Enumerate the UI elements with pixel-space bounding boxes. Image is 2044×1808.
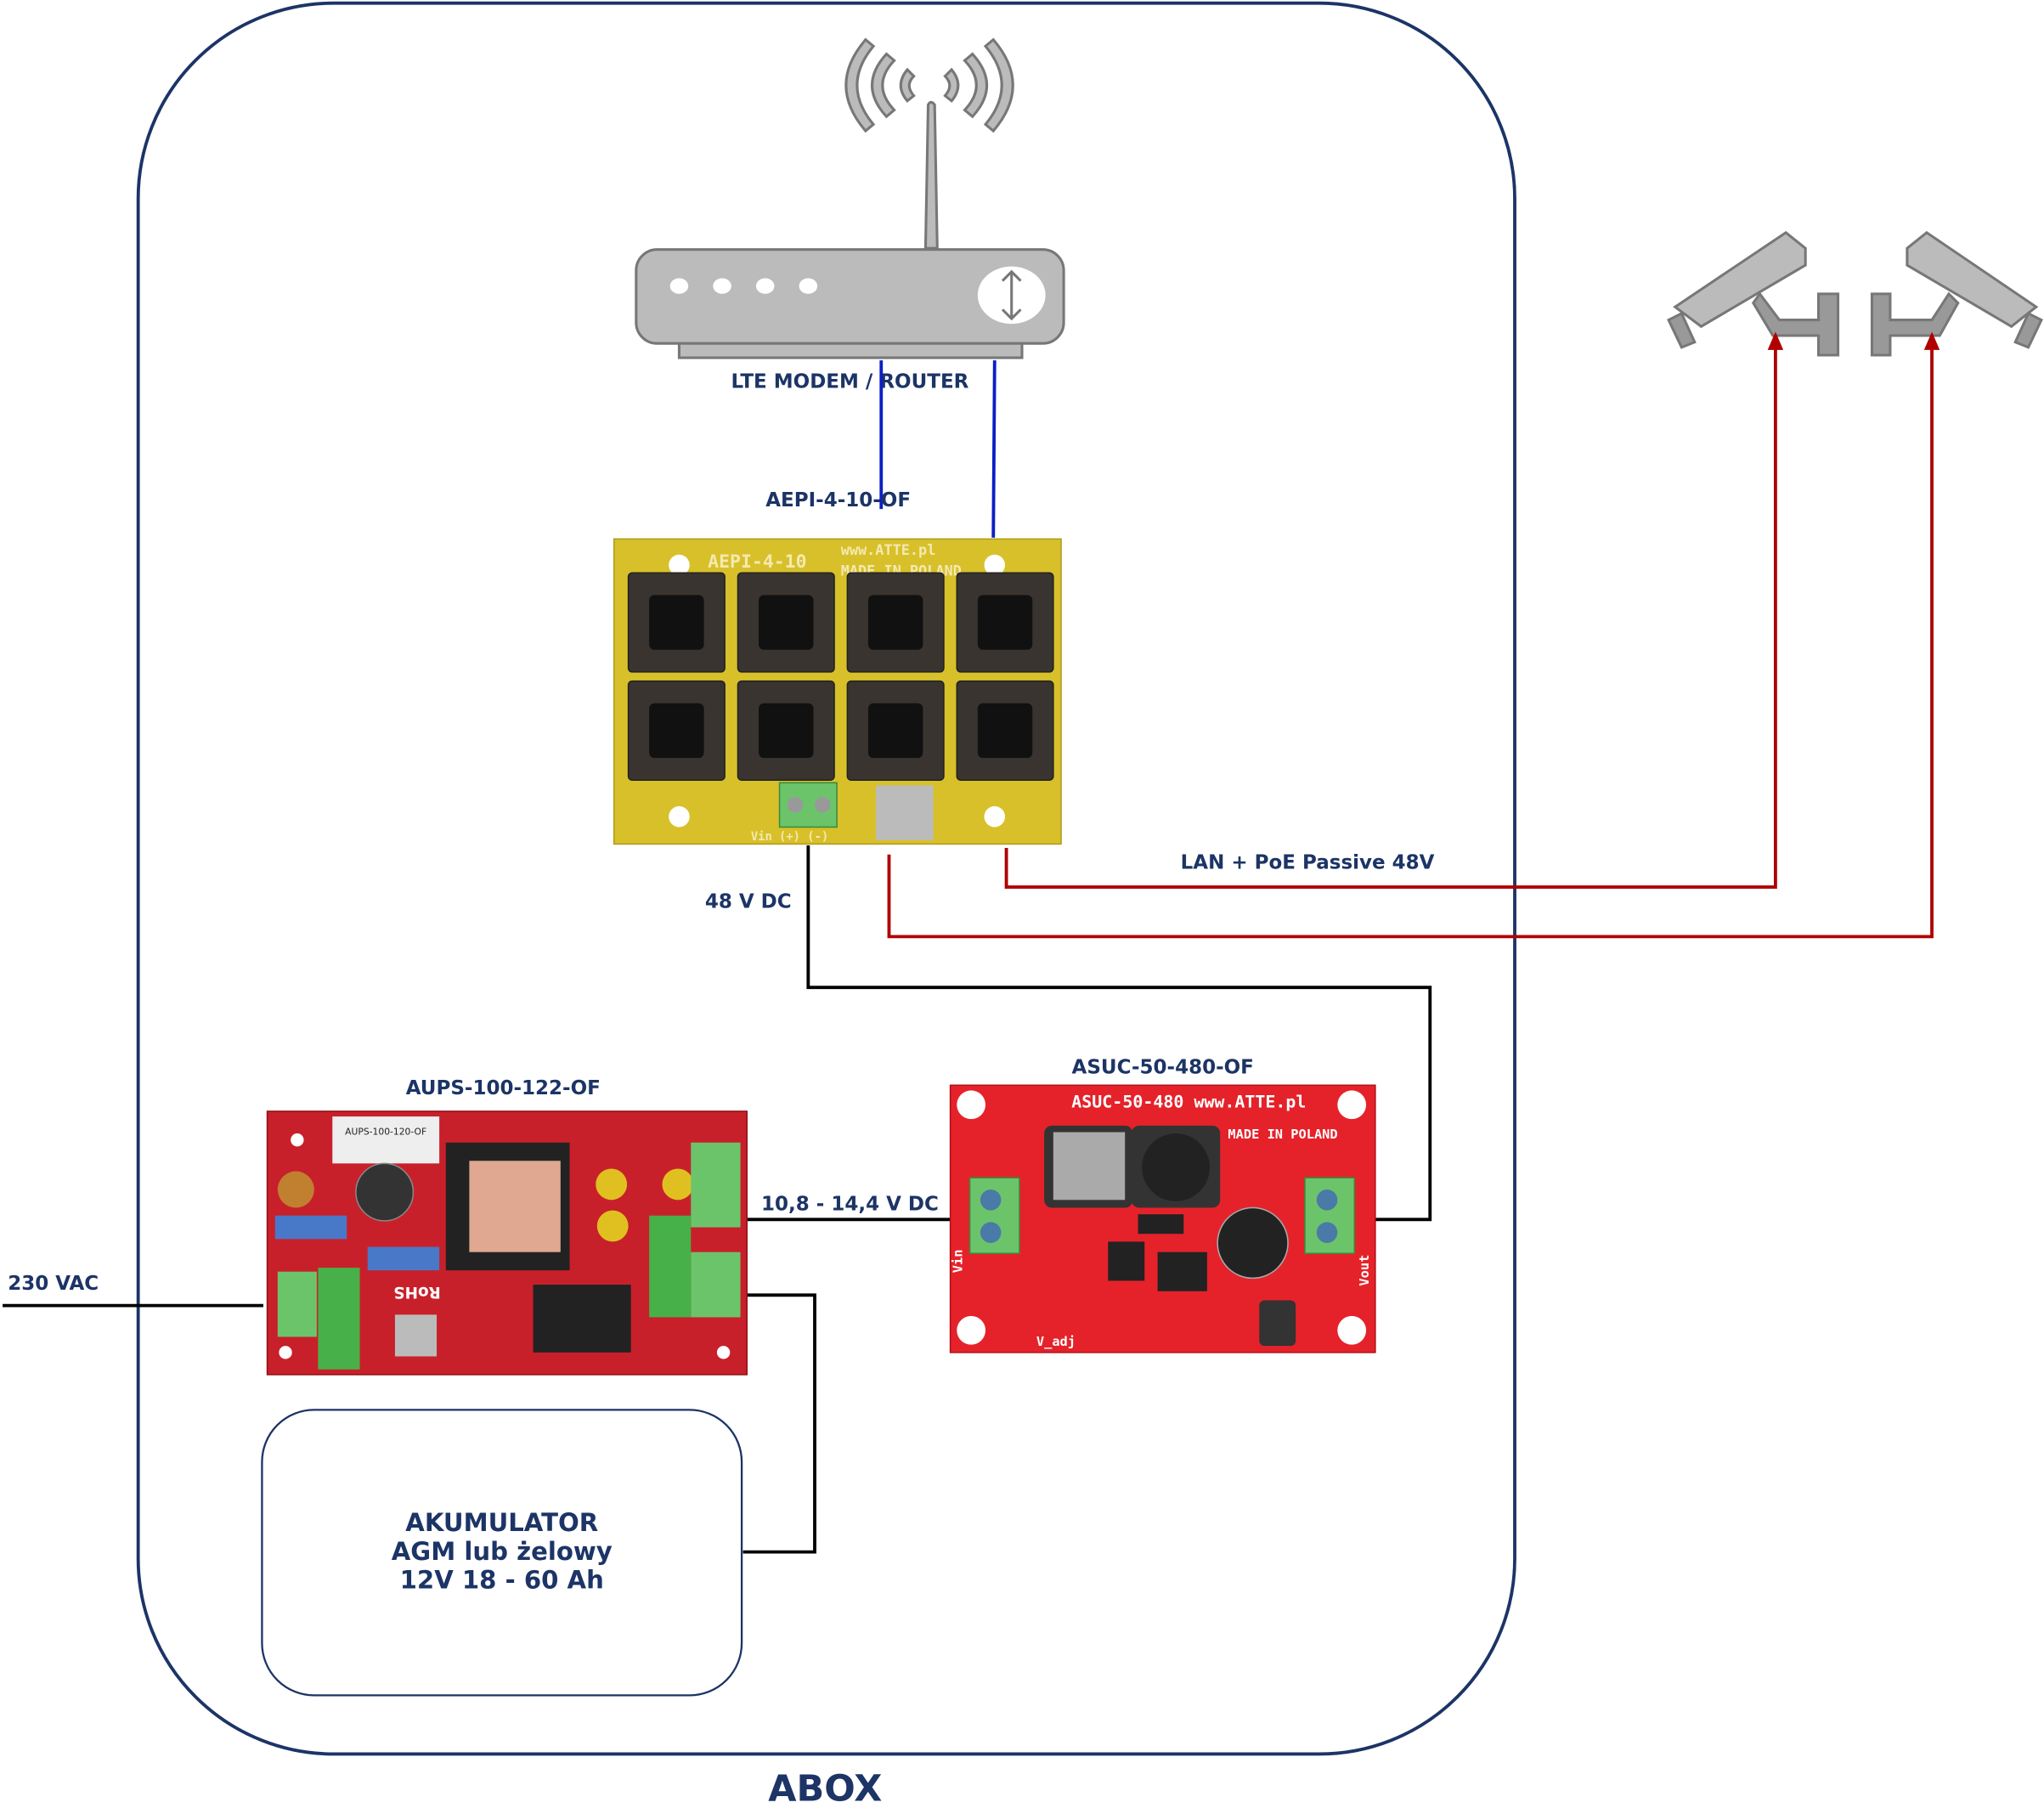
svg-text:AUPS-100-120-OF: AUPS-100-120-OF — [345, 1127, 426, 1138]
ac-label: 230 VAC — [8, 1273, 99, 1295]
svg-text:Vout: Vout — [1357, 1255, 1372, 1286]
poe-cable-camera-2 — [887, 336, 1934, 939]
lan-cable — [991, 360, 997, 538]
svg-text:V_adj: V_adj — [1036, 1334, 1076, 1349]
svg-text:www.ATTE.pl: www.ATTE.pl — [841, 541, 936, 558]
cctv-camera-icon — [1667, 230, 1840, 357]
psu-label: AUPS-100-122-OF — [406, 1077, 601, 1099]
svg-text:MADE IN POLAND: MADE IN POLAND — [1228, 1127, 1337, 1142]
poe-cable-camera-1 — [1004, 336, 1777, 889]
battery-line-2: AGM lub żelowy — [392, 1537, 613, 1566]
svg-text:Vin (+) (-): Vin (+) (-) — [751, 830, 828, 844]
poe-injector-label: AEPI-4-10-OF — [765, 489, 911, 511]
arrow-up-icon — [1923, 331, 1940, 350]
dc12-label: 10,8 - 14,4 V DC — [761, 1194, 939, 1216]
router-label: LTE MODEM / ROUTER — [731, 370, 969, 393]
battery-line-3: 12V 18 - 60 Ah — [400, 1566, 604, 1595]
svg-text:AEPI-4-10: AEPI-4-10 — [708, 551, 806, 573]
battery-line-1: AKUMULATOR — [405, 1508, 598, 1537]
svg-text:ASUC-50-480 www.ATTE.pl: ASUC-50-480 www.ATTE.pl — [1071, 1091, 1306, 1111]
abox-label: ABOX — [768, 1768, 882, 1808]
dc48-cable — [806, 845, 1432, 1222]
abox-enclosure — [136, 1, 1516, 1756]
converter-label: ASUC-50-480-OF — [1072, 1056, 1254, 1078]
poe-injector-board: AEPI-4-10 www.ATTE.pl MADE IN POLAND Vin… — [613, 538, 1062, 845]
battery-box — [261, 1409, 743, 1697]
svg-text:Vin: Vin — [950, 1250, 965, 1274]
poe-label: LAN + PoE Passive 48V — [1181, 852, 1435, 874]
battery-cable — [743, 1293, 816, 1554]
updown-arrow-icon — [1001, 269, 1022, 321]
wifi-router-icon — [635, 37, 1065, 359]
psu-board: AUPS-100-120-OF RoHS — [266, 1110, 748, 1376]
arrow-up-icon — [1767, 331, 1784, 350]
cctv-camera-icon — [1870, 230, 2043, 357]
svg-text:RoHS: RoHS — [393, 1283, 440, 1301]
converter-board: ASUC-50-480 www.ATTE.pl MADE IN POLAND V… — [949, 1084, 1376, 1353]
dc48-label: 48 V DC — [705, 891, 792, 913]
